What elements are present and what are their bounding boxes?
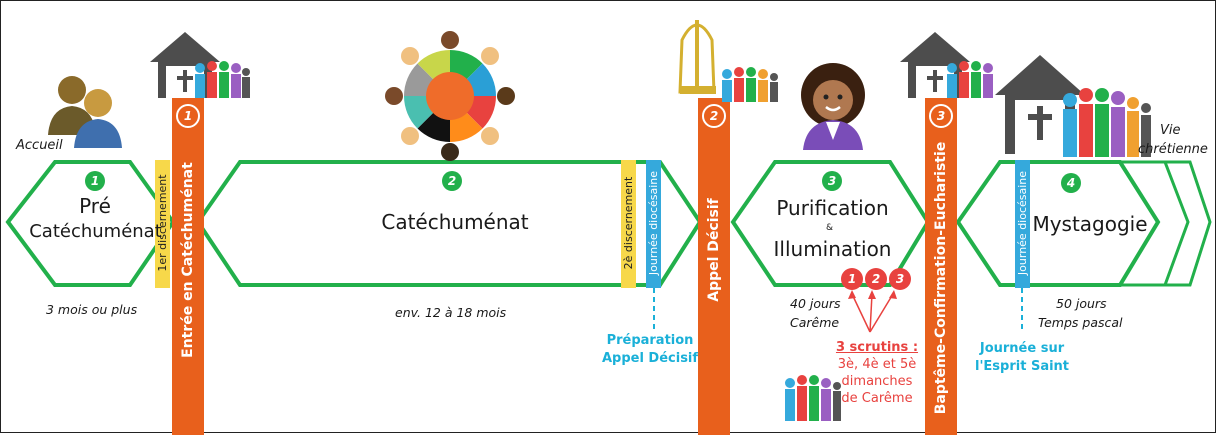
rite-1-label: Entrée en Catéchuménat xyxy=(180,162,196,358)
stage-3-number: 3 xyxy=(827,174,837,188)
stage-3-title-line1: Purification xyxy=(776,196,889,220)
scrutins-title: 3 scrutins : xyxy=(835,340,919,355)
esprit-label-line2: l'Esprit Saint xyxy=(974,359,1070,374)
scrutins-line1: 3è, 4è et 5è xyxy=(837,357,917,372)
stage-1-title-line1: Pré xyxy=(79,194,111,218)
stage-2-duration: env. 12 à 18 mois xyxy=(395,305,507,320)
discern-1-label: 1er discernement xyxy=(156,174,169,272)
people-icon-2 xyxy=(722,67,778,102)
vie-label-line2: chrétienne xyxy=(1138,142,1208,157)
stage-4-duration-line1: 50 jours xyxy=(1056,296,1107,311)
discern-2-label: 2è discernement xyxy=(622,176,635,270)
stage-4-duration-line2: Temps pascal xyxy=(1038,315,1123,330)
rite-1-number: 1 xyxy=(183,109,193,123)
scrutins-line2: dimanches xyxy=(841,374,913,389)
stage-2-title: Catéchuménat xyxy=(381,210,529,234)
rite-1-column xyxy=(172,98,204,435)
journee-1-label: Journée diocésaine xyxy=(647,170,660,276)
rite-3-label: Baptême-Confirmation-Eucharistie xyxy=(933,141,949,415)
scrutin-badge-3: 3 xyxy=(895,272,905,286)
stage-4-title: Mystagogie xyxy=(1032,212,1148,236)
journee-2-band xyxy=(1015,160,1030,288)
accueil-people-icon xyxy=(48,76,122,148)
accueil-label: Accueil xyxy=(16,138,63,153)
scrutin-badge-1: 1 xyxy=(847,272,857,286)
people-icon-1 xyxy=(195,61,250,98)
rite-3-number: 3 xyxy=(936,109,946,123)
stage-3-duration-line1: 40 jours xyxy=(790,296,841,311)
woman-portrait-icon xyxy=(801,63,865,150)
stage-2-number: 2 xyxy=(447,174,457,188)
rite-2-number: 2 xyxy=(709,109,719,123)
discern-1-band xyxy=(155,160,170,288)
people-icon-large xyxy=(1063,88,1151,157)
esprit-label-line1: Journée sur xyxy=(979,341,1065,356)
mitre-icon xyxy=(678,20,716,94)
people-icon-scrutins xyxy=(785,375,841,421)
rite-2-column xyxy=(698,98,730,435)
stage-3-connector: & xyxy=(826,223,834,233)
vie-label-line1: Vie xyxy=(1160,123,1181,138)
rite-2-label: Appel Décisif xyxy=(706,198,722,302)
discern-2-band xyxy=(621,160,636,288)
people-icon-3 xyxy=(947,61,993,98)
stage-1-number: 1 xyxy=(90,174,100,188)
stage-3-duration-line2: Carême xyxy=(790,315,840,330)
prep-label-line2: Appel Décisif xyxy=(601,351,699,366)
stage-4-number: 4 xyxy=(1066,176,1076,190)
scrutins-line3: de Carême xyxy=(841,391,913,406)
stage-1-duration: 3 mois ou plus xyxy=(46,302,138,317)
journee-1-band xyxy=(646,160,661,288)
prep-label-line1: Préparation xyxy=(606,333,694,348)
circle-of-people-icon xyxy=(385,31,515,161)
rite-3-column xyxy=(925,98,957,435)
scrutin-badge-2: 2 xyxy=(871,272,881,286)
stage-3-title-line2: Illumination xyxy=(773,237,892,261)
stage-1-title-line2: Catéchuménat xyxy=(29,221,162,242)
stage-4-chevron-b xyxy=(1140,160,1212,287)
stage-4-hexagon xyxy=(955,160,1161,287)
journee-2-label: Journée diocésaine xyxy=(1016,170,1029,276)
